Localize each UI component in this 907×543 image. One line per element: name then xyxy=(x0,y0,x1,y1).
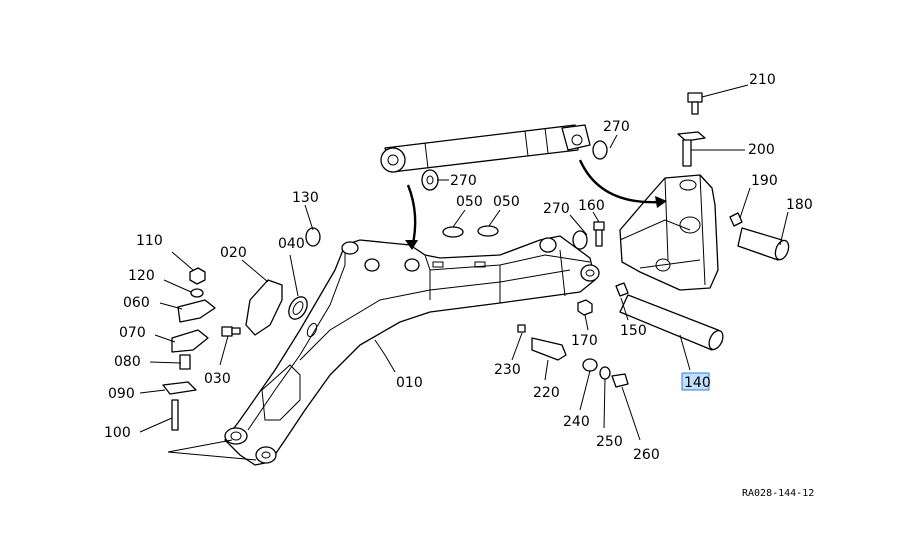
callout-140-highlight xyxy=(681,372,710,391)
pin-plate-200 xyxy=(677,131,706,167)
washer-250 xyxy=(599,366,611,380)
collar-240 xyxy=(582,358,598,372)
stud-100 xyxy=(171,399,179,431)
washer-120 xyxy=(190,288,204,298)
callout-080: 080 xyxy=(114,354,141,370)
callout-160: 160 xyxy=(578,198,605,214)
callout-270: 270 xyxy=(603,119,630,135)
callout-010: 010 xyxy=(396,375,423,391)
callout-070: 070 xyxy=(119,325,146,341)
cover-020 xyxy=(245,279,283,336)
swing-bracket xyxy=(619,174,719,291)
callout-110: 110 xyxy=(136,233,163,249)
callout-030: 030 xyxy=(204,371,231,387)
callout-240: 240 xyxy=(563,414,590,430)
callout-100: 100 xyxy=(104,425,131,441)
callout-250: 250 xyxy=(596,434,623,450)
callout-130: 130 xyxy=(292,190,319,206)
assembly-arrows xyxy=(405,159,667,250)
callout-210: 210 xyxy=(749,72,776,88)
pin-180 xyxy=(737,227,790,261)
plate-090 xyxy=(162,381,197,395)
grease-fitting-150 xyxy=(615,282,629,297)
spacer-080 xyxy=(179,354,191,370)
callout-040: 040 xyxy=(278,236,305,252)
callout-260: 260 xyxy=(633,447,660,463)
bolt-210 xyxy=(687,92,703,115)
callout-200: 200 xyxy=(748,142,775,158)
callout-050: 050 xyxy=(456,194,483,210)
callout-150: 150 xyxy=(620,323,647,339)
callout-230: 230 xyxy=(494,362,521,378)
callout-060: 060 xyxy=(123,295,150,311)
callout-180: 180 xyxy=(786,197,813,213)
callout-220: 220 xyxy=(533,385,560,401)
bolt-030 xyxy=(221,326,241,337)
bushing-050 xyxy=(442,225,499,238)
pin-220 xyxy=(531,337,567,361)
bolt-160 xyxy=(593,221,605,247)
washer-270 xyxy=(421,140,608,250)
figure-reference-code: RA028-144-12 xyxy=(742,488,814,499)
callout-050: 050 xyxy=(493,194,520,210)
callout-170: 170 xyxy=(571,333,598,349)
callout-270: 270 xyxy=(450,173,477,189)
pin-140 xyxy=(619,294,724,351)
callout-190: 190 xyxy=(751,173,778,189)
hydraulic-cylinder xyxy=(380,124,591,173)
callout-labels: 010 020 030 040 050 050 060 070 080 090 … xyxy=(104,72,813,463)
bolt-260 xyxy=(611,373,629,388)
clamp-060 xyxy=(177,299,216,323)
callout-090: 090 xyxy=(108,386,135,402)
pad-040 xyxy=(288,296,308,320)
clamp-070 xyxy=(171,329,209,353)
nut-170 xyxy=(577,299,593,316)
bushing-130 xyxy=(305,227,321,247)
callout-020: 020 xyxy=(220,245,247,261)
arm-010 xyxy=(224,235,600,466)
leader-lines xyxy=(139,84,789,461)
callout-140: 140 xyxy=(684,375,711,391)
grease-fitting-190 xyxy=(729,212,743,227)
callout-120: 120 xyxy=(128,268,155,284)
grease-fitting-230 xyxy=(517,324,526,333)
nut-110 xyxy=(189,267,206,285)
callout-270: 270 xyxy=(543,201,570,217)
